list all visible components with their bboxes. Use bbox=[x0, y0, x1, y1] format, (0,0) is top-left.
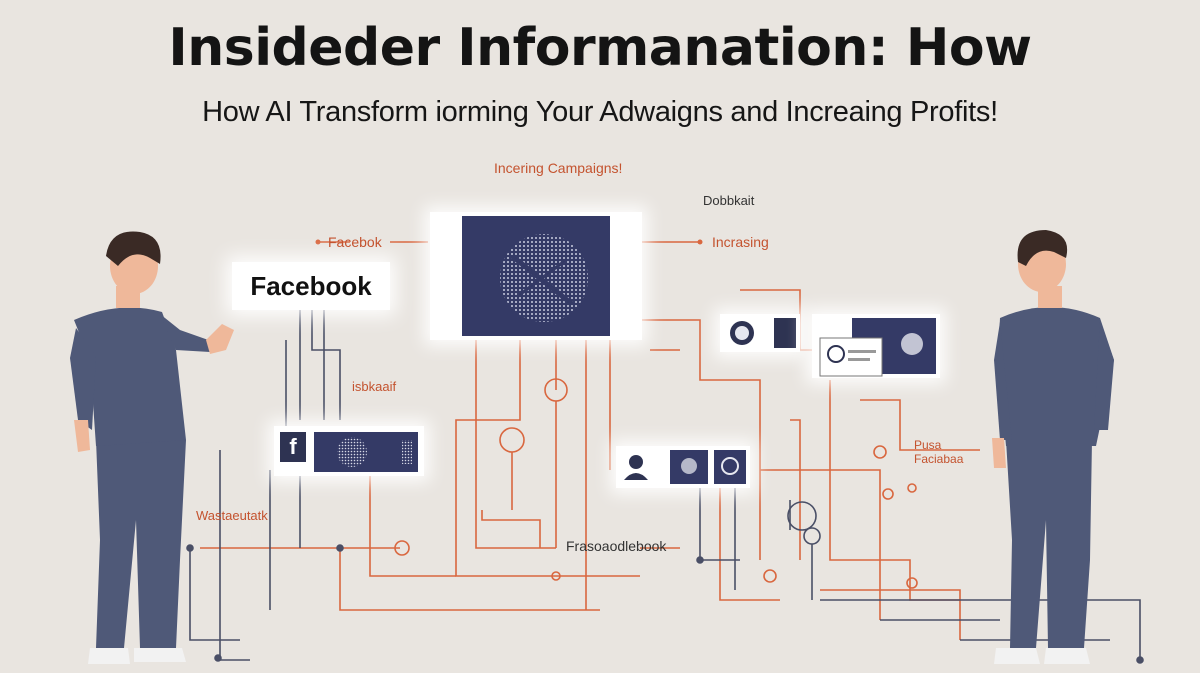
label-mid-left: isbkaaif bbox=[352, 379, 397, 394]
profile-widget bbox=[616, 446, 750, 488]
profile-cards bbox=[819, 318, 936, 377]
label-right-arrow: Incrasing bbox=[712, 234, 769, 250]
page-subtitle: How AI Transform iorming Your Adwaigns a… bbox=[202, 96, 998, 128]
label-left-small: Facebok bbox=[328, 234, 382, 250]
page-title: Insideder Informanation: How bbox=[168, 18, 1032, 78]
label-top: Incering Campaigns! bbox=[494, 160, 623, 176]
facebook-widget: f bbox=[274, 426, 424, 476]
globe-icon bbox=[337, 437, 412, 467]
media-icons bbox=[730, 318, 796, 348]
label-right-small-2: Faciabaa bbox=[914, 452, 964, 466]
label-bottom-center: Frasoaodlebook bbox=[566, 538, 667, 554]
facebook-card: Facebook bbox=[232, 262, 390, 310]
monitor-screen bbox=[462, 216, 610, 336]
media-widget bbox=[720, 314, 800, 352]
facebook-icon: f bbox=[280, 432, 306, 462]
label-lower-left: Wastaeutatk bbox=[196, 508, 268, 523]
profile-icons bbox=[624, 450, 746, 484]
label-right-small-1: Pusa bbox=[914, 438, 942, 452]
widget-screen bbox=[314, 432, 418, 472]
label-right-top: Dobbkait bbox=[703, 193, 755, 208]
globe-icon bbox=[500, 234, 588, 322]
profile-cards-widget bbox=[812, 314, 940, 378]
center-monitor bbox=[430, 212, 642, 340]
